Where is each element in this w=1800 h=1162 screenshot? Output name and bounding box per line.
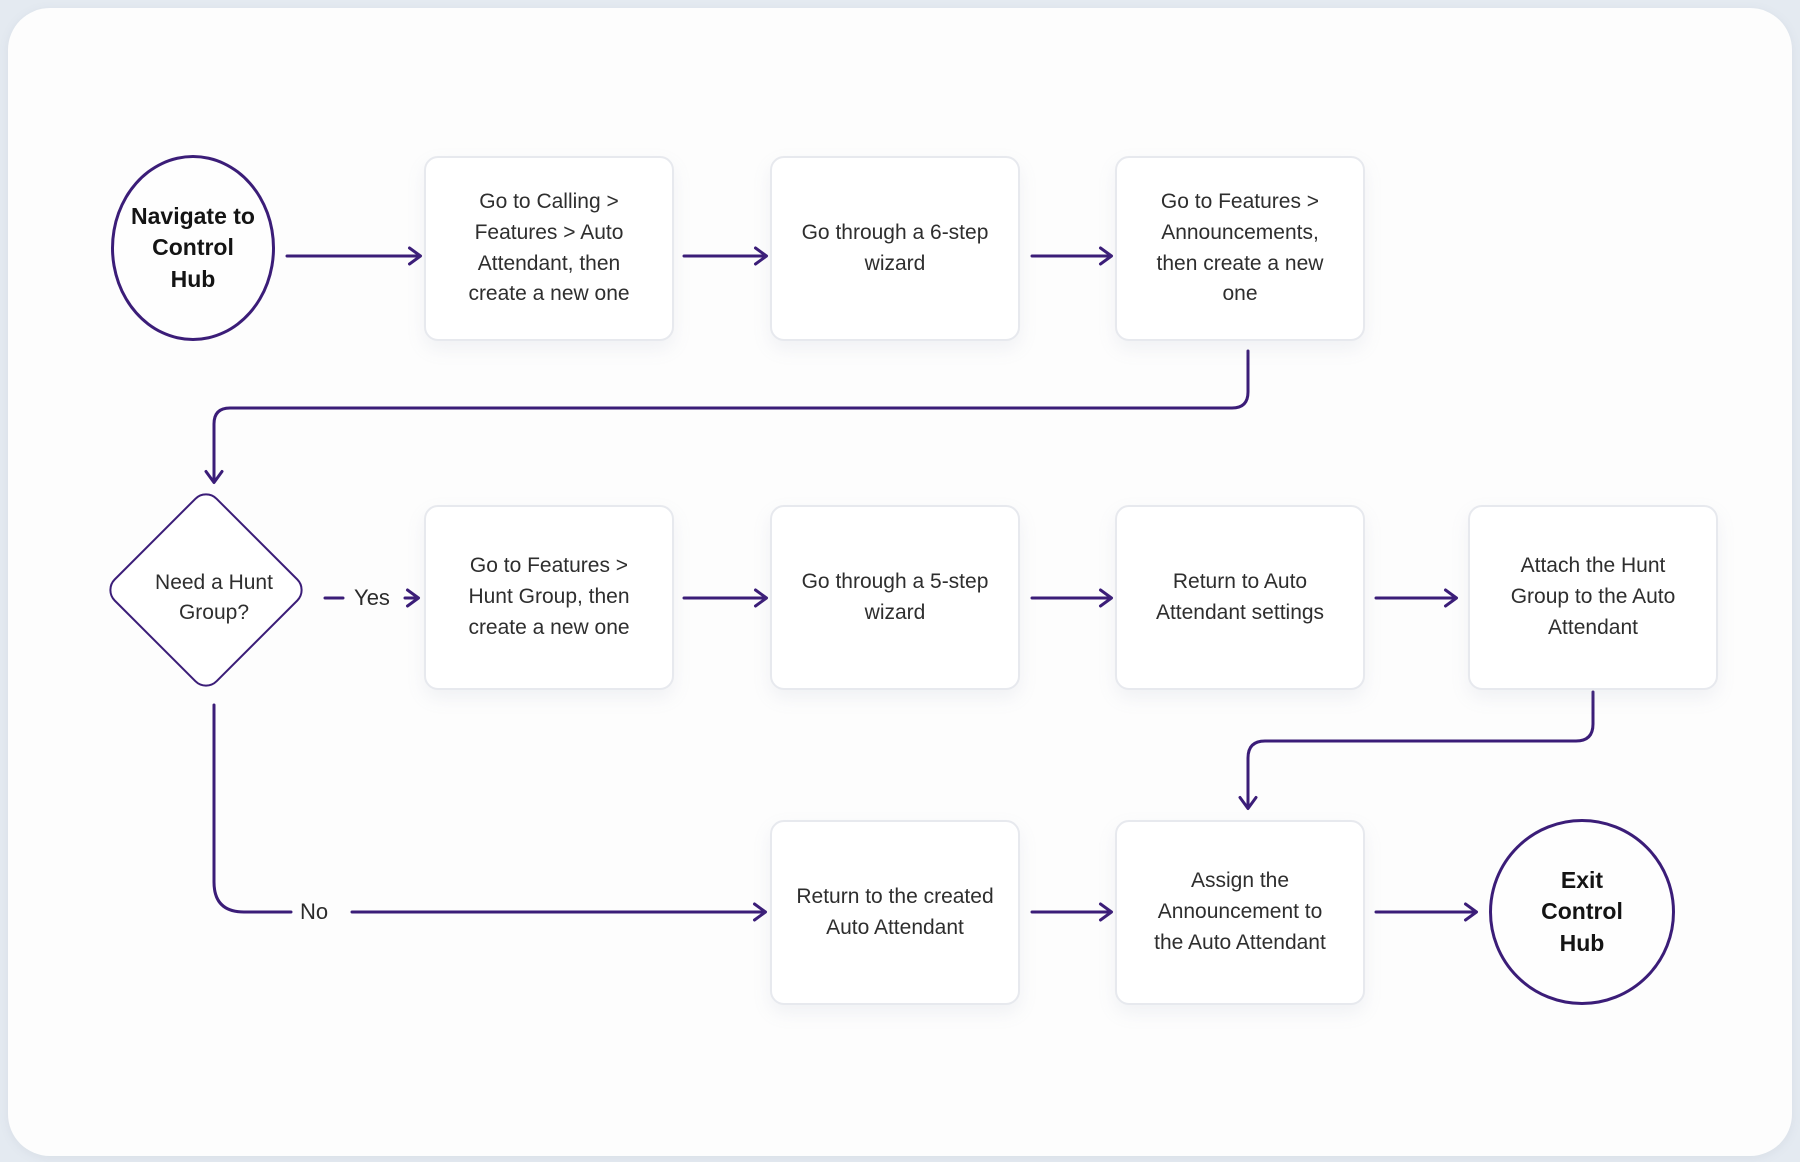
- edge-announcements-to-decision: [204, 349, 1250, 484]
- step-label: Attach the Hunt Group to the Auto Attend…: [1510, 554, 1676, 639]
- connector-layer: [204, 246, 1595, 922]
- decision-need-hunt-group-label: Need a Hunt Group?: [155, 570, 273, 624]
- step-label: Go to Features > Hunt Group, then create…: [468, 554, 630, 639]
- step-create-announcement: Go to Features > Announcements, then cre…: [1115, 156, 1365, 341]
- step-label: Return to the created Auto Attendant: [796, 884, 994, 939]
- flowchart-card: Navigate to Control Hub Go to Calling > …: [8, 8, 1792, 1156]
- step-six-step-wizard: Go through a 6-step wizard: [770, 156, 1020, 341]
- edge-label-no: No: [299, 899, 329, 924]
- end-node: Exit Control Hub: [1489, 819, 1675, 1005]
- end-node-label: Exit Control Hub: [1541, 867, 1623, 956]
- step-label: Assign the Announcement to the Auto Atte…: [1154, 869, 1326, 954]
- step-label: Return to Auto Attendant settings: [1155, 569, 1325, 624]
- step-assign-announcement: Assign the Announcement to the Auto Atte…: [1115, 820, 1365, 1005]
- start-node: Navigate to Control Hub: [111, 155, 275, 341]
- step-return-aa-settings: Return to Auto Attendant settings: [1115, 505, 1365, 690]
- edge-attach-to-assign: [1238, 690, 1595, 810]
- step-label: Go through a 5-step wizard: [801, 569, 989, 624]
- step-create-auto-attendant: Go to Calling > Features > Auto Attendan…: [424, 156, 674, 341]
- step-label: Go through a 6-step wizard: [801, 220, 989, 275]
- step-create-hunt-group: Go to Features > Hunt Group, then create…: [424, 505, 674, 690]
- edge-decision-no-elbow: [212, 703, 293, 914]
- step-return-created-aa: Return to the created Auto Attendant: [770, 820, 1020, 1005]
- start-node-label: Navigate to Control Hub: [131, 203, 255, 292]
- step-attach-hunt-group: Attach the Hunt Group to the Auto Attend…: [1468, 505, 1718, 690]
- step-label: Go to Features > Announcements, then cre…: [1156, 189, 1324, 306]
- step-label: Go to Calling > Features > Auto Attendan…: [468, 189, 630, 306]
- edge-label-yes: Yes: [354, 585, 390, 610]
- step-five-step-wizard: Go through a 5-step wizard: [770, 505, 1020, 690]
